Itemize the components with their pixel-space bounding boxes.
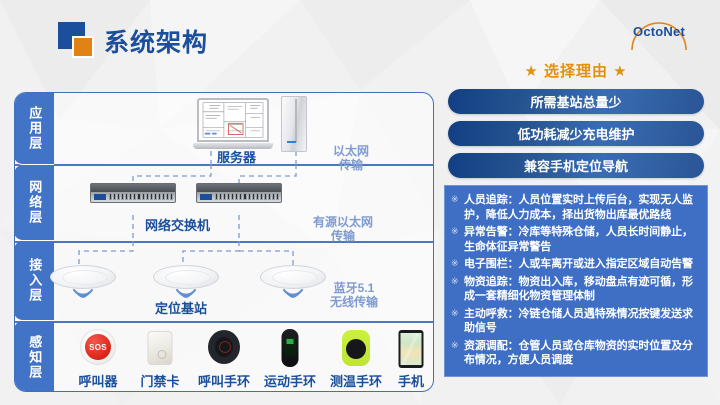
list-item[interactable]: 门禁卡 (131, 329, 189, 389)
sidebar-item-access[interactable]: 接入层 (15, 241, 54, 321)
brand-name: OctoNet (633, 24, 685, 39)
reason-pill-1[interactable]: 所需基站总量少 (448, 89, 704, 114)
feature-text: 物资追踪：物资出入库，移动盘点有迹可循，形成一套精细化物资管理体制 (464, 275, 693, 303)
call-wristband-icon (208, 330, 240, 364)
layer-separator (15, 321, 433, 323)
server-label: 服务器 (217, 150, 257, 165)
access-layer-stage: 定位基站 蓝牙5.1 无线传输 (50, 241, 433, 321)
architecture-panel: 应用层 (14, 92, 434, 392)
layer-label-char: 感知层 (27, 334, 43, 380)
list-item[interactable]: SOS 呼叫器 (69, 329, 127, 389)
square-logo-icon (58, 22, 98, 58)
application-layer-stage: 服务器 以太网 传输 (55, 93, 433, 172)
arc-ring-icon (631, 22, 687, 51)
brand-logo: OctoNet (616, 10, 702, 54)
signal-wave-icon (176, 289, 196, 298)
feature-text: 电子围栏：人或车离开或进入指定区域自动告警 (464, 258, 693, 271)
device-label: 测温手环 (329, 374, 383, 389)
list-item[interactable]: 手机 (389, 329, 433, 389)
mobile-phone-icon (398, 330, 424, 368)
layer-label-char: 接入层 (27, 258, 43, 303)
connector-lines (78, 151, 297, 269)
temperature-wristband-icon (342, 330, 370, 366)
sidebar-item-network[interactable]: 网络层 (15, 165, 54, 241)
layer-separator (15, 164, 433, 166)
server-tower-icon (281, 96, 307, 152)
bullet-marker-icon: ※ (451, 258, 459, 269)
base-station-label: 定位基站 (155, 301, 208, 316)
layer-separator (15, 241, 433, 243)
list-item[interactable]: 测温手环 (325, 329, 387, 389)
bullet-marker-icon: ※ (451, 226, 459, 237)
poe-link-label: 有源以太网 传输 (313, 215, 374, 244)
bullet-marker-icon: ※ (451, 307, 459, 318)
list-item: ※ 电子围栏：人或车离开或进入指定区域自动告警 (451, 257, 699, 272)
device-label: 呼叫器 (78, 374, 118, 389)
list-item: ※ 资源调配：仓管人员或仓库物资的实时位置及分布情况，方便人员调度 (451, 339, 699, 368)
sidebar-item-application[interactable]: 应用层 (15, 93, 54, 165)
base-station-icon (50, 265, 116, 299)
sidebar-item-perception[interactable]: 感知层 (15, 321, 54, 391)
feature-text: 资源调配：仓管人员或仓库物资的实时位置及分布情况，方便人员调度 (464, 339, 693, 367)
list-item[interactable]: 运动手环 (259, 329, 321, 389)
device-label: 运动手环 (263, 374, 317, 389)
feature-text: 异常告警：冷库等特殊仓储，人员长时间静止，生命体征异常警告 (464, 226, 693, 253)
slide-header: 系统架构 OctoNet (0, 0, 720, 72)
bullet-marker-icon: ※ (451, 194, 459, 204)
feature-text: 主动呼救：冷链仓储人员遇特殊情况按键发送求助信号 (464, 307, 693, 335)
list-item: ※ 主动呼救：冷链仓储人员遇特殊情况按键发送求助信号 (451, 307, 699, 336)
reasons-panel: ★ 选择理由 ★ 所需基站总量少 低功耗减少充电维护 兼容手机定位导航 ※ 人员… (444, 60, 708, 377)
device-label: 门禁卡 (140, 374, 180, 389)
signal-wave-icon (73, 289, 93, 298)
perception-layer-stage: SOS 呼叫器 门禁卡 呼叫手环 运动手环 测温手环 手机 (55, 321, 433, 391)
reasons-title: ★ 选择理由 ★ (524, 63, 628, 80)
device-label: 呼叫手环 (197, 374, 251, 389)
sport-wristband-icon (281, 329, 299, 367)
ethernet-link-label: 以太网 传输 (333, 144, 370, 173)
base-station-icon (153, 265, 219, 299)
list-item: ※ 人员追踪：人员位置实时上传后台，实现无人监护，降低人力成本，择出货物出库最优… (451, 193, 699, 222)
reason-pill-2[interactable]: 低功耗减少充电维护 (448, 121, 704, 146)
bluetooth-link-label: 蓝牙5.1 无线传输 (330, 281, 379, 310)
laptop-icon (193, 98, 273, 149)
list-item: ※ 异常告警：冷库等特殊仓储，人员长时间静止，生命体征异常警告 (451, 225, 699, 254)
reason-pill-3[interactable]: 兼容手机定位导航 (448, 153, 704, 178)
sos-button-icon: SOS (80, 329, 116, 365)
list-item: ※ 物资追踪：物资出入库，移动盘点有迹可循，形成一套精细化物资管理体制 (451, 275, 699, 304)
feature-list: ※ 人员追踪：人员位置实时上传后台，实现无人监护，降低人力成本，择出货物出库最优… (444, 185, 708, 377)
device-label: 手机 (397, 374, 425, 389)
signal-wave-icon (283, 289, 303, 298)
layer-label-char: 网络层 (27, 180, 43, 225)
bullet-marker-icon: ※ (451, 275, 459, 286)
network-switch-icon (196, 183, 282, 203)
access-card-icon (147, 331, 173, 365)
floorplan-graphic (200, 100, 266, 140)
network-layer-stage: 网络交换机 有源以太网 传输 (55, 165, 433, 244)
sos-badge: SOS (85, 334, 111, 360)
network-switch-icon (90, 183, 176, 203)
list-item[interactable]: 呼叫手环 (193, 329, 255, 389)
network-switch-label: 网络交换机 (145, 218, 211, 233)
feature-text: 人员追踪：人员位置实时上传后台，实现无人监护，降低人力成本，择出货物出库最优路线 (464, 194, 693, 221)
page-title: 系统架构 (104, 29, 209, 57)
layer-label-char: 应用层 (27, 106, 43, 151)
bullet-marker-icon: ※ (451, 339, 459, 350)
base-station-icon (260, 265, 326, 299)
